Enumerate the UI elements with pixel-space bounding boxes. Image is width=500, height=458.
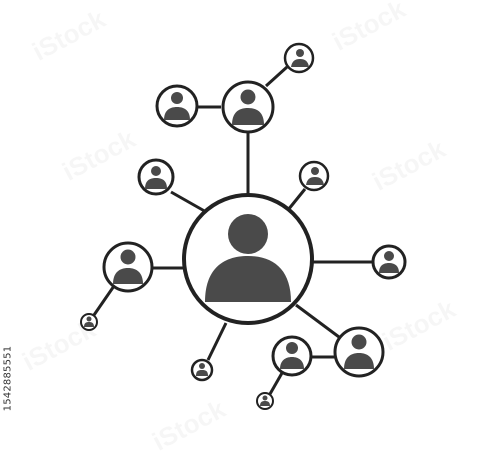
user-node-upper-right: [298, 160, 330, 192]
user-node-top: [221, 80, 275, 134]
link-lower-far: [268, 372, 284, 395]
user-node-upper-left: [137, 158, 175, 196]
user-node-right: [371, 244, 407, 280]
user-node-far-left: [80, 313, 98, 331]
user-node-lower-center: [271, 335, 313, 377]
link-hub-upper-left: [170, 190, 209, 215]
image-id-text: 1542885551: [2, 345, 14, 411]
link-hub-upper-right: [286, 188, 307, 211]
user-node-top-left: [155, 84, 199, 128]
link-left-far: [92, 285, 116, 316]
connector-lines: [92, 65, 373, 395]
user-node-bottom: [256, 392, 274, 410]
image-id-label: 1542885551: [0, 318, 16, 438]
central-user-icon: [182, 193, 314, 325]
user-node-left: [102, 241, 154, 293]
user-node-top-right: [283, 42, 315, 74]
user-node-lower-right: [333, 326, 385, 378]
link-top-right: [264, 65, 289, 88]
link-hub-lower-left: [206, 322, 228, 361]
link-hub-lower-right: [295, 303, 340, 339]
user-node-lower-left: [190, 358, 214, 382]
